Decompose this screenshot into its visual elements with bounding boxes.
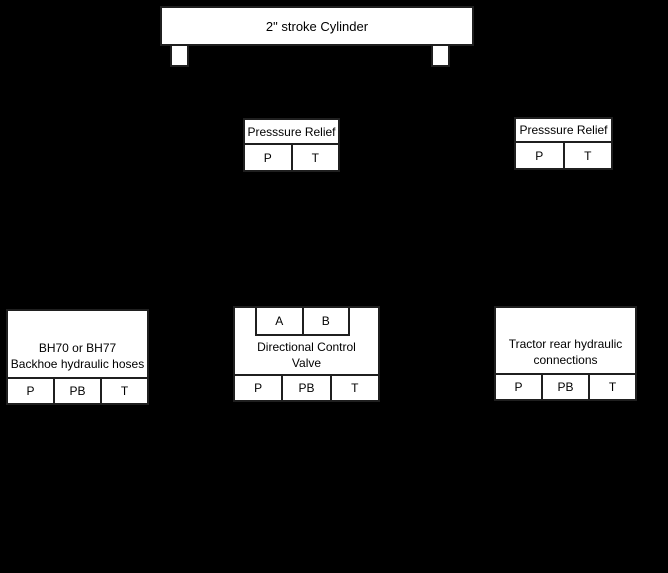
directional-valve-box: A B Directional Control Valve P PB T: [233, 306, 380, 402]
port-p-cell: P: [263, 150, 272, 165]
port-t-cell: T: [588, 375, 635, 399]
port-pb-cell: PB: [541, 375, 588, 399]
pressure-relief-right-ports: P T: [516, 143, 611, 168]
tractor-line2: connections: [533, 353, 598, 367]
port-p-cell: P: [514, 380, 523, 394]
valve-line2: Valve: [291, 356, 322, 370]
pressure-relief-right-title: Presssure Relief: [516, 119, 611, 143]
tractor-connections-box: Tractor rear hydraulic connections P PB …: [494, 306, 637, 401]
pressure-relief-left-box: Presssure Relief P T: [243, 118, 340, 172]
pressure-relief-right-box: Presssure Relief P T: [514, 117, 613, 170]
backhoe-hoses-box: BH70 or BH77 Backhoe hydraulic hoses P P…: [6, 309, 149, 405]
pressure-relief-left-ports: P T: [245, 145, 338, 170]
cylinder-box: 2" stroke Cylinder: [160, 6, 474, 46]
port-b-cell: B: [301, 308, 349, 334]
backhoe-hoses-title: BH70 or BH77 Backhoe hydraulic hoses: [8, 311, 147, 377]
valve-line1: Directional Control: [257, 340, 356, 354]
port-a-cell: A: [275, 314, 284, 328]
port-t-cell: T: [329, 376, 378, 400]
port-pb-cell: PB: [53, 379, 100, 403]
cylinder-port-left: [170, 44, 189, 67]
port-t-cell: T: [562, 143, 612, 168]
cylinder-port-right: [431, 44, 450, 67]
backhoe-line1: BH70 or BH77: [38, 341, 117, 355]
directional-valve-ports: P PB T: [235, 374, 378, 400]
backhoe-line2: Backhoe hydraulic hoses: [10, 357, 145, 371]
port-t-cell: T: [290, 145, 339, 170]
port-p-cell: P: [535, 148, 544, 163]
tractor-ports: P PB T: [496, 373, 635, 399]
directional-valve-ab-ports: A B: [255, 308, 350, 336]
directional-valve-title: Directional Control Valve: [235, 336, 378, 374]
port-p-cell: P: [254, 381, 263, 395]
port-t-cell: T: [100, 379, 147, 403]
backhoe-ports: P PB T: [8, 377, 147, 403]
tractor-connections-title: Tractor rear hydraulic connections: [496, 308, 635, 373]
port-pb-cell: PB: [281, 376, 329, 400]
pressure-relief-left-title: Presssure Relief: [245, 120, 338, 145]
cylinder-label: 2" stroke Cylinder: [265, 18, 369, 34]
tractor-line1: Tractor rear hydraulic: [508, 337, 623, 351]
port-p-cell: P: [26, 384, 35, 398]
